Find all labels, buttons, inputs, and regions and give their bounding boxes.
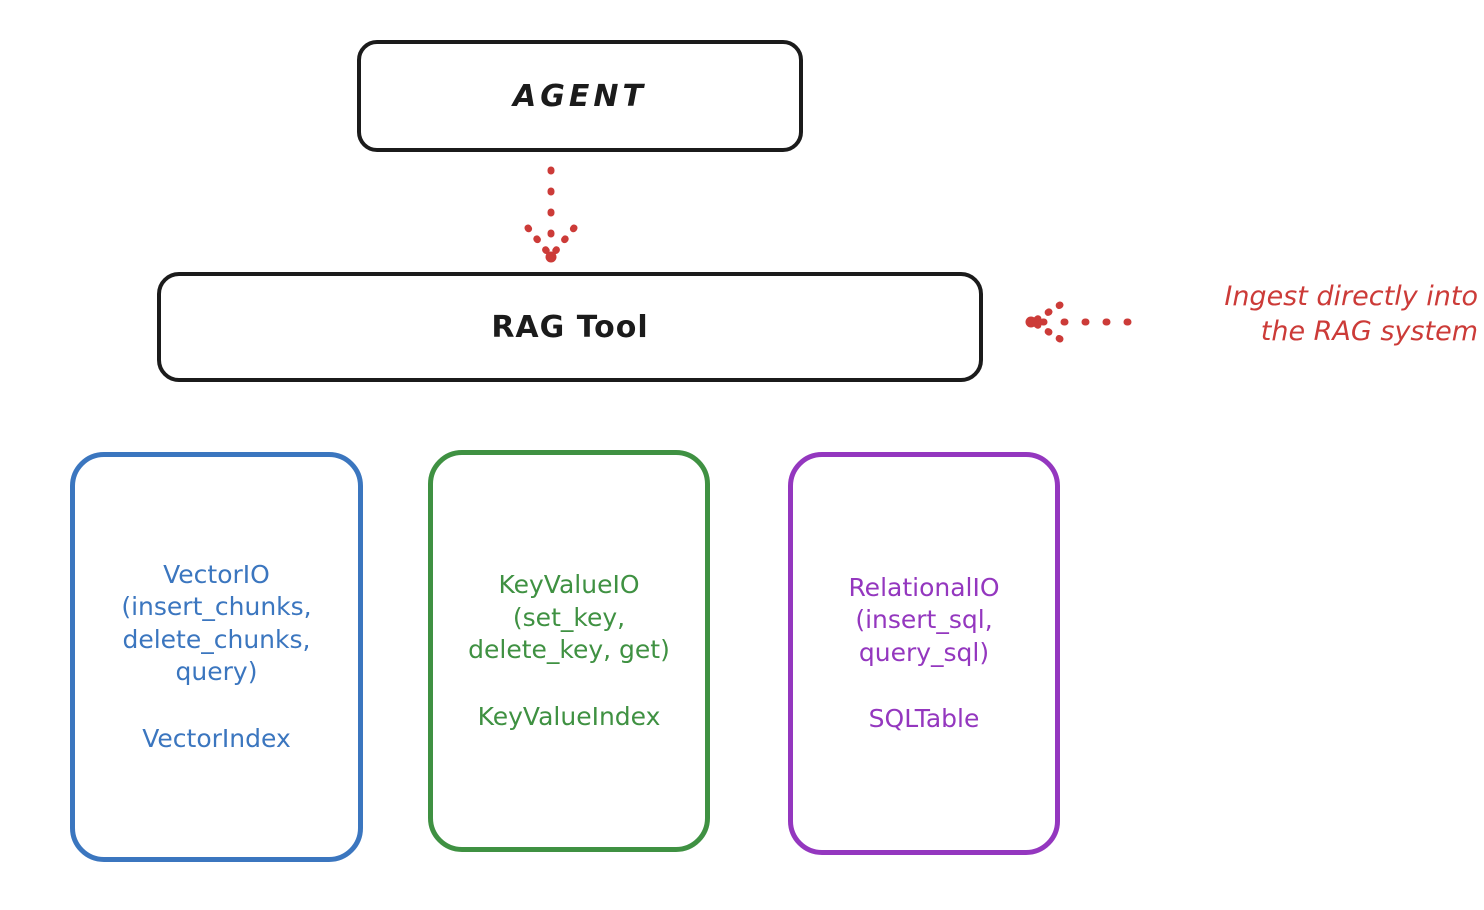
node-relational-io[interactable]: RelationalIO (insert_sql, query_sql) SQL… bbox=[788, 452, 1060, 855]
node-relational-io-index: SQLTable bbox=[868, 704, 980, 733]
agent-to-rag-tool-arrow bbox=[524, 166, 578, 263]
node-key-value-io-body: KeyValueIO (set_key, delete_key, get) Ke… bbox=[443, 569, 695, 733]
node-key-value-io[interactable]: KeyValueIO (set_key, delete_key, get) Ke… bbox=[428, 450, 710, 852]
node-relational-io-api: RelationalIO (insert_sql, query_sql) bbox=[848, 572, 1000, 667]
ingest-note-arrow bbox=[1025, 301, 1132, 343]
node-vector-io-body: VectorIO (insert_chunks, delete_chunks, … bbox=[85, 559, 348, 756]
node-vector-io-api: VectorIO (insert_chunks, delete_chunks, … bbox=[121, 559, 312, 687]
node-key-value-io-api: KeyValueIO (set_key, delete_key, get) bbox=[468, 570, 670, 664]
node-vector-io-index: VectorIndex bbox=[142, 723, 291, 753]
node-rag-tool-label: RAG Tool bbox=[491, 309, 649, 345]
node-key-value-io-index: KeyValueIndex bbox=[477, 701, 661, 731]
node-rag-tool[interactable]: RAG Tool bbox=[157, 272, 983, 382]
node-vector-io[interactable]: VectorIO (insert_chunks, delete_chunks, … bbox=[70, 452, 363, 862]
node-agent-label: AGENT bbox=[513, 78, 647, 114]
node-relational-io-body: RelationalIO (insert_sql, query_sql) SQL… bbox=[803, 572, 1045, 736]
node-agent[interactable]: AGENT bbox=[357, 40, 803, 152]
annotation-ingest: Ingest directly into the RAG system bbox=[1224, 281, 1478, 348]
